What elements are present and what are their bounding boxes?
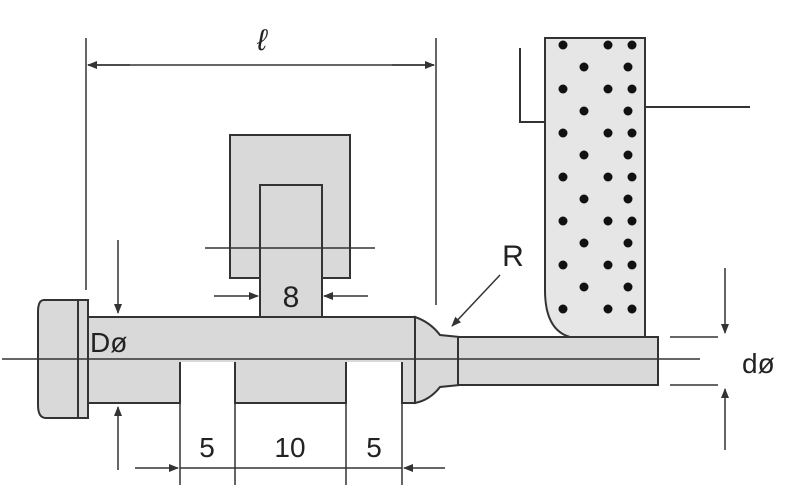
abrasive-dot — [627, 304, 637, 314]
abrasive-dot — [603, 260, 613, 270]
ejector-pin — [2, 299, 700, 419]
abrasive-dot — [623, 238, 633, 248]
abrasive-dot — [603, 304, 613, 314]
tip-diameter-label: dø — [742, 348, 775, 379]
abrasive-dot — [579, 194, 589, 204]
abrasive-dot — [627, 128, 637, 138]
abrasive-dot — [579, 238, 589, 248]
abrasive-dot — [627, 216, 637, 226]
tip-diameter-dimension: dø — [670, 268, 775, 450]
radius-label: R — [502, 240, 524, 273]
abrasive-dot — [558, 84, 568, 94]
abrasive-dot — [623, 62, 633, 72]
head-diameter-label: Dø — [90, 327, 127, 358]
length-dimension: ℓ — [85, 24, 437, 305]
left-gap-label: 5 — [199, 432, 215, 463]
abrasive-dot — [558, 128, 568, 138]
grinding-wheel — [519, 37, 750, 338]
abrasive-dot — [579, 62, 589, 72]
abrasive-dot — [627, 260, 637, 270]
abrasive-dot — [623, 194, 633, 204]
abrasive-dot — [558, 260, 568, 270]
abrasive-dot — [579, 106, 589, 116]
abrasive-dot — [603, 84, 613, 94]
abrasive-dot — [579, 150, 589, 160]
abrasive-dot — [603, 216, 613, 226]
abrasive-dot — [558, 172, 568, 182]
pin-tip — [457, 336, 659, 386]
fixture-block — [205, 134, 375, 318]
abrasive-dot — [623, 282, 633, 292]
abrasive-dot — [603, 40, 613, 50]
bottom-dimensions: 5 10 5 — [135, 404, 445, 485]
abrasive-dot — [579, 282, 589, 292]
abrasive-dot — [558, 216, 568, 226]
right-gap-label: 5 — [366, 432, 382, 463]
abrasive-dots — [558, 40, 637, 314]
length-label: ℓ — [256, 24, 268, 57]
abrasive-dot — [603, 128, 613, 138]
abrasive-dot — [627, 172, 637, 182]
abrasive-dot — [627, 84, 637, 94]
fixture-width-label: 8 — [283, 281, 300, 314]
abrasive-dot — [623, 150, 633, 160]
abrasive-dot — [627, 40, 637, 50]
radius-callout: R — [451, 240, 524, 327]
pin-neck — [414, 315, 461, 405]
abrasive-dot — [558, 304, 568, 314]
center-width-label: 10 — [274, 432, 305, 463]
abrasive-dot — [623, 106, 633, 116]
abrasive-dot — [558, 40, 568, 50]
abrasive-dot — [603, 172, 613, 182]
head-diameter-dimension: Dø — [90, 240, 127, 470]
fixture-width-dimension: 8 — [214, 281, 368, 314]
